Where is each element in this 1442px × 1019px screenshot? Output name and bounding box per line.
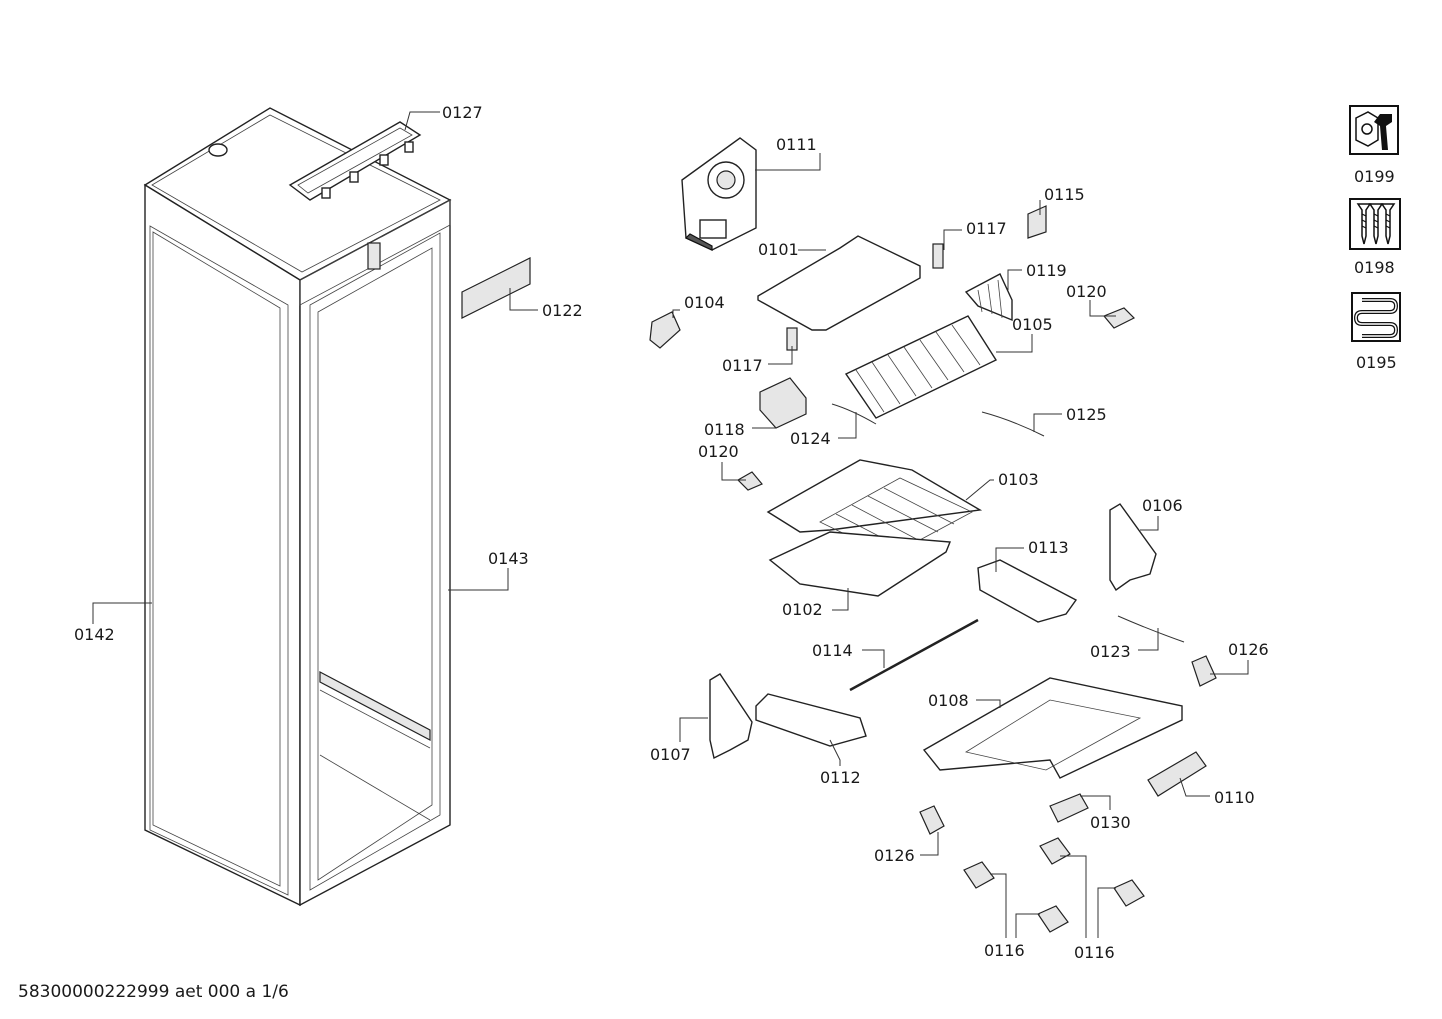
rod-0114 [849,618,979,692]
base-plate-0108 [922,677,1183,779]
label-0130[interactable]: 0130 [1090,813,1131,832]
foot-0116-b [1039,837,1071,865]
label-0104[interactable]: 0104 [684,293,725,312]
label-0124[interactable]: 0124 [790,429,831,448]
label-0126-right[interactable]: 0126 [1228,640,1269,659]
part-0115 [1027,205,1047,239]
part-labels: 0127 0122 0143 0142 0111 0101 0117 0115 … [74,103,1269,962]
legend: 0199 0198 [1349,105,1401,372]
label-0117-top[interactable]: 0117 [966,219,1007,238]
refrigerant-legend[interactable]: 0195 [1351,292,1401,372]
label-0114[interactable]: 0114 [812,641,853,660]
label-0120-bottom[interactable]: 0120 [698,442,739,461]
screws-legend[interactable]: 0198 [1349,198,1401,277]
bracket-0120-top [1103,307,1136,329]
fan-housing-0111 [681,137,757,251]
legend-label-0198: 0198 [1354,258,1395,277]
cable-0124 [831,403,877,425]
evaporator-coil-0105 [844,315,998,419]
label-0108[interactable]: 0108 [928,691,969,710]
label-0119[interactable]: 0119 [1026,261,1067,280]
label-0116-left[interactable]: 0116 [984,941,1025,960]
part-0113 [977,559,1078,623]
cabinet-drawing [143,107,531,907]
label-0107[interactable]: 0107 [650,745,691,764]
drip-tray-0102 [768,531,952,597]
part-0112 [755,693,867,747]
hinge-0126-left [919,805,945,835]
cable-0125 [981,411,1045,437]
label-0118[interactable]: 0118 [704,420,745,439]
label-0105[interactable]: 0105 [1012,315,1053,334]
label-0115[interactable]: 0115 [1044,185,1085,204]
screws-icon [1356,203,1396,245]
foot-0116-d [1113,879,1145,907]
label-0116-right[interactable]: 0116 [1074,943,1115,962]
legend-label-0195: 0195 [1356,353,1397,372]
hinge-0126-right [1191,655,1217,687]
wrench-nut-icon [1355,111,1392,150]
clip-0117-top [932,243,944,269]
label-0112[interactable]: 0112 [820,768,861,787]
foot-0116-c [1037,905,1069,933]
label-0103[interactable]: 0103 [998,470,1039,489]
coil-pipe-icon [1353,298,1399,338]
label-0106[interactable]: 0106 [1142,496,1183,515]
drawing-reference-footer: 58300000222999 aet 000 a 1/6 [18,982,289,1002]
legend-label-0199: 0199 [1354,167,1395,186]
label-0113[interactable]: 0113 [1028,538,1069,557]
part-0107 [709,673,753,760]
bracket-0120-bottom [737,471,763,491]
label-0101[interactable]: 0101 [758,240,799,259]
label-0117-bottom[interactable]: 0117 [722,356,763,375]
label-0111[interactable]: 0111 [776,135,817,154]
part-0110 [1147,751,1207,797]
label-0102[interactable]: 0102 [782,600,823,619]
label-0122[interactable]: 0122 [542,301,583,320]
cable-0123 [1117,615,1185,643]
label-0143[interactable]: 0143 [488,549,529,568]
part-drawings [649,137,1217,933]
label-0142[interactable]: 0142 [74,625,115,644]
foot-0116-a [963,861,995,889]
part-0106 [1109,503,1157,592]
part-0104 [649,311,681,349]
leader-lines [92,111,1249,938]
cover-plate-0101 [757,235,921,331]
label-0110[interactable]: 0110 [1214,788,1255,807]
label-0127[interactable]: 0127 [442,103,483,122]
label-0125[interactable]: 0125 [1066,405,1107,424]
tools-legend[interactable]: 0199 [1349,105,1399,186]
part-0118 [759,377,807,429]
part-0130 [1049,793,1089,823]
label-0126-left[interactable]: 0126 [874,846,915,865]
label-0123[interactable]: 0123 [1090,642,1131,661]
label-0120-top[interactable]: 0120 [1066,282,1107,301]
comb-0119 [964,273,1013,322]
